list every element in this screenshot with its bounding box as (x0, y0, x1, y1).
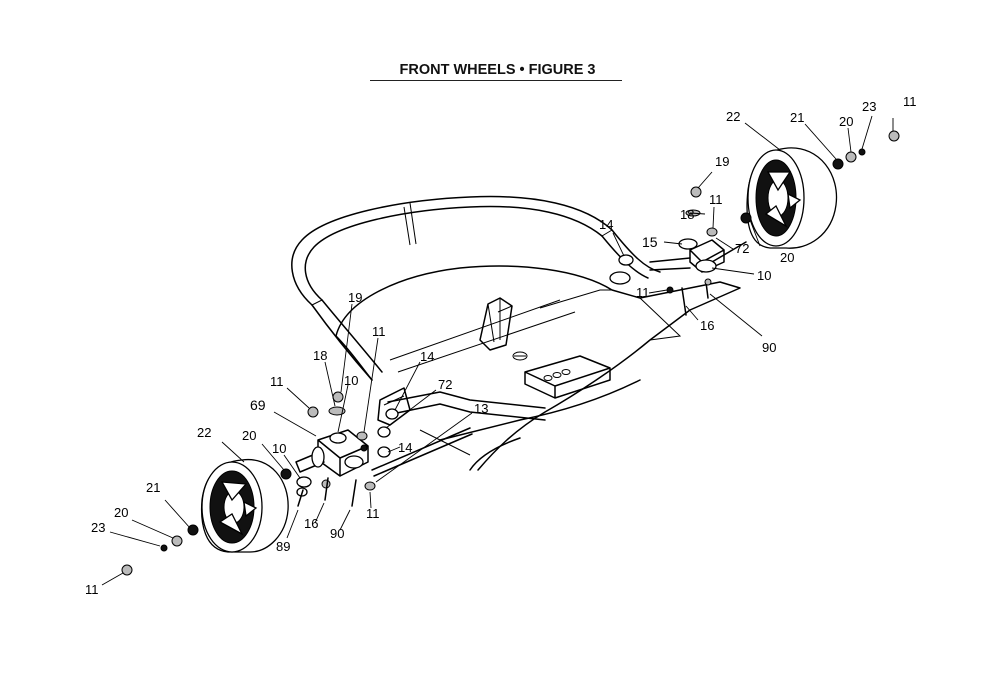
r-bolt-16 (681, 287, 687, 316)
leader-lines (101, 115, 894, 586)
figure-title: FRONT WHEELS • FIGURE 3 (399, 62, 596, 78)
callout-labels: 11 23 20 21 22 19 18 11 14 15 72 20 10 1… (85, 94, 917, 597)
callout-20: 20 (242, 428, 256, 443)
callout-89: 89 (276, 539, 290, 554)
callout-90: 90 (762, 340, 776, 355)
left-wheel-assembly (121, 387, 473, 576)
callout-11: 11 (636, 285, 650, 300)
callout-13: 13 (474, 401, 488, 416)
r-washer-14 (618, 254, 634, 266)
bumper-left-tube (311, 299, 383, 381)
callout-20: 20 (780, 250, 794, 265)
l-bolt-16 (324, 477, 329, 501)
callout-22: 22 (726, 109, 740, 124)
l-washer-18 (328, 406, 346, 416)
l-bolt-89 (297, 489, 304, 507)
callout-23: 23 (862, 99, 876, 114)
callout-10: 10 (757, 268, 771, 283)
callout-16: 16 (304, 516, 318, 531)
r-nut-19 (690, 186, 702, 198)
callout-72: 72 (735, 241, 749, 256)
callout-20: 20 (114, 505, 128, 520)
callout-15: 15 (642, 234, 658, 250)
callout-18: 18 (680, 207, 694, 222)
l-nut-19 (332, 391, 344, 403)
l-nut-11-bottom (121, 564, 133, 576)
r-spacer-21 (832, 158, 844, 170)
callout-19: 19 (715, 154, 729, 169)
l-bolt-90 (351, 479, 357, 507)
callout-11: 11 (903, 94, 917, 109)
callout-22: 22 (197, 425, 211, 440)
cross-member (524, 355, 611, 399)
callout-20: 20 (839, 114, 853, 129)
callout-10: 10 (272, 441, 286, 456)
callout-11: 11 (366, 506, 380, 521)
callout-11: 11 (270, 374, 284, 389)
callout-72: 72 (438, 377, 452, 392)
callout-18: 18 (313, 348, 327, 363)
kart-frame (291, 195, 741, 471)
callout-11: 11 (85, 582, 99, 597)
callout-14: 14 (398, 440, 412, 455)
front-bumper-inner (304, 205, 603, 301)
callout-21: 21 (146, 480, 160, 495)
callout-19: 19 (348, 290, 362, 305)
callout-16: 16 (700, 318, 714, 333)
callout-69: 69 (250, 397, 266, 413)
callout-14: 14 (599, 217, 613, 232)
callout-23: 23 (91, 520, 105, 535)
front-bumper-outer (291, 195, 613, 306)
callout-90: 90 (330, 526, 344, 541)
tie-rod-13 (371, 427, 473, 477)
r-nut-11-top (888, 130, 900, 142)
callout-11: 11 (372, 324, 386, 339)
right-wheel-assembly (609, 130, 900, 316)
front-axle-left (387, 391, 546, 421)
callout-14: 14 (420, 349, 434, 364)
callout-11: 11 (709, 192, 723, 207)
callout-21: 21 (790, 110, 804, 125)
callout-10: 10 (344, 373, 358, 388)
l-washer-14 (385, 408, 399, 420)
title-underline (370, 80, 622, 81)
